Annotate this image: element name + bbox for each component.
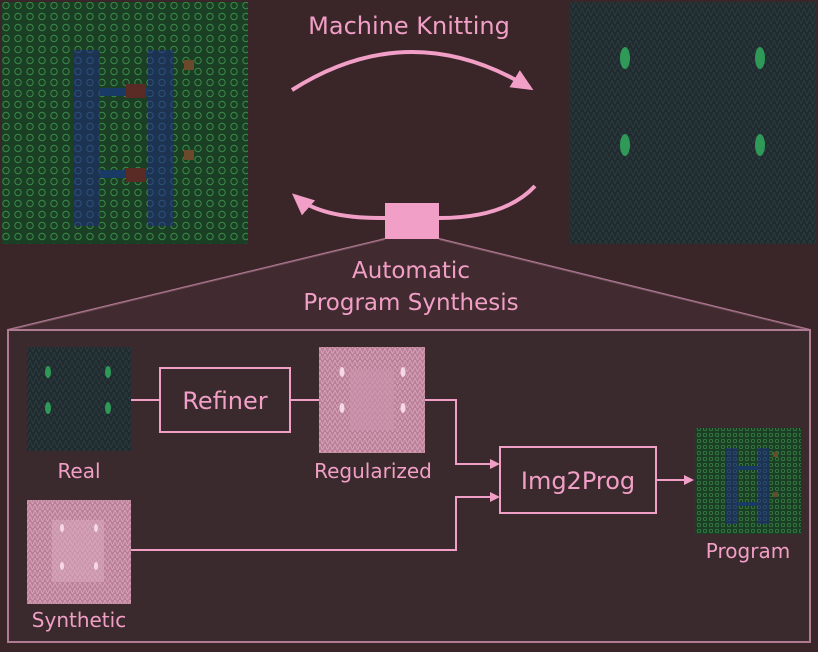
regularized-to-img2prog-arrow [425,399,500,469]
top-right-fabric-image [570,2,816,244]
synthesis-label-line2: Program Synthesis [303,290,518,316]
synthetic-to-img2prog-arrow [131,492,500,551]
regularized-image [319,347,425,453]
refiner-label: Refiner [182,387,267,415]
synthesis-label-line1: Automatic [352,258,470,284]
funnel-fill [8,239,810,330]
machine-knitting-label: Machine Knitting [308,12,510,40]
img2prog-label: Img2Prog [521,467,635,495]
real-label: Real [57,459,100,483]
program-image [695,428,801,534]
program-label: Program [706,539,790,563]
synthesis-node [385,203,439,239]
real-image [27,347,131,451]
top-left-program-image [2,2,248,244]
top-curved-arrow [290,50,534,92]
synthetic-image [27,500,131,604]
bottom-curved-arrow [291,184,537,220]
regularized-label: Regularized [314,459,432,483]
synthetic-label: Synthetic [32,608,126,632]
